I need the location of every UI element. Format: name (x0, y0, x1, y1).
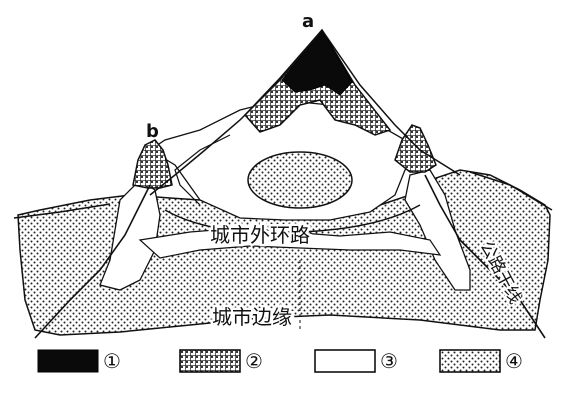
peak-b-grid-zone (132, 139, 173, 189)
city-edge-line-right (469, 171, 553, 211)
peak-b-label: b (146, 121, 159, 142)
rent-slope-left-inner (174, 134, 231, 206)
legend-swatch-solid (37, 349, 99, 373)
legend-swatch-blank (314, 349, 376, 373)
legend-label-3: ③ (380, 349, 398, 373)
ring-road-label: 城市外环路 (210, 223, 310, 247)
ring-road-line (164, 204, 421, 234)
city-edge-label: 城市边缘 (212, 305, 292, 329)
legend-label-2: ② (245, 349, 263, 373)
legend-label-1: ① (103, 349, 121, 373)
legend-swatch-grid (179, 349, 241, 373)
city-edge-line (13, 203, 111, 219)
legend-swatch-dots (439, 349, 501, 373)
rent-slope-right-outer (321, 29, 461, 176)
legend-label-4: ④ (505, 349, 523, 373)
highway-right (424, 174, 546, 339)
zone-3-right-corridor (404, 169, 471, 291)
peak-a-core (281, 29, 353, 96)
rent-slope-left-outer (149, 29, 323, 196)
central-dotted-zone (247, 151, 353, 209)
legend: ① ② ③ ④ (37, 349, 523, 373)
zone-3-lower-band (138, 227, 442, 259)
peak-a-label: a (302, 11, 314, 32)
highway-left (34, 184, 151, 339)
